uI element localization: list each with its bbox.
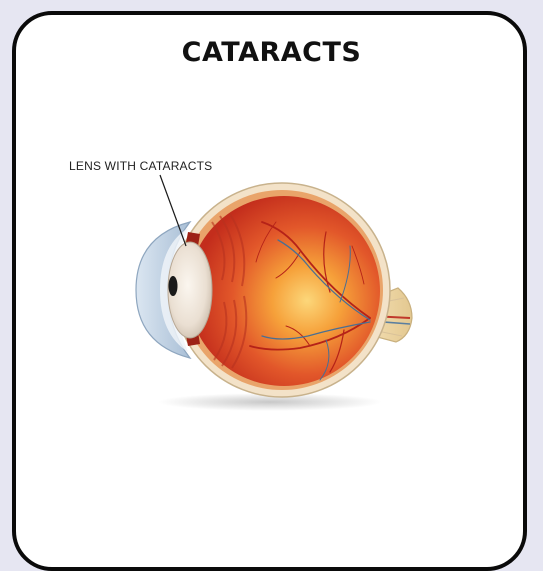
pupil xyxy=(169,276,178,296)
eye-illustration xyxy=(0,0,543,552)
